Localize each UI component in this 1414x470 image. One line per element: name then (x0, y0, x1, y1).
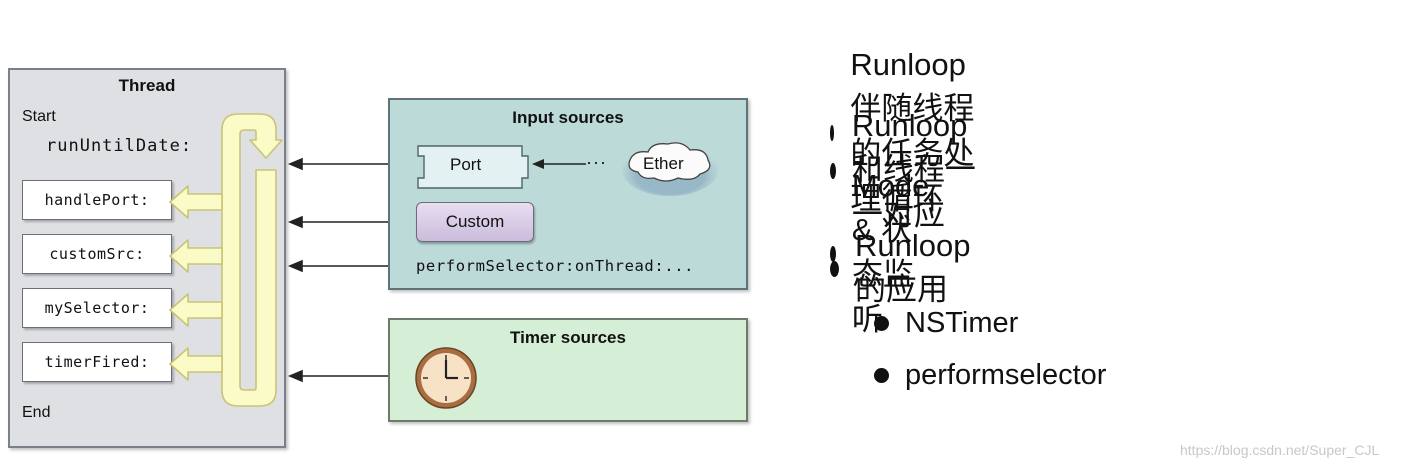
bullet-dot-icon (874, 316, 889, 331)
ether-label: Ether (643, 154, 684, 173)
bullet-item: Mode & 状态监听 (830, 168, 940, 339)
custom-source: Custom (416, 202, 534, 242)
handler-arrow-2 (169, 239, 223, 273)
run-loop-track (221, 113, 283, 407)
sub-bullet-item: performselector (874, 359, 1106, 392)
bullet-dot-icon (830, 245, 836, 262)
handler-arrow-3 (169, 293, 223, 327)
port-label: Port (450, 155, 482, 174)
bullet-dot-icon (830, 124, 835, 141)
timer-sources-box: Timer sources (388, 318, 748, 422)
handler-custom-src: customSrc: (22, 234, 172, 274)
sub-bullet-item: NSTimer (874, 307, 1018, 340)
bullet-text: Runloop 和线程一一对应 (851, 108, 976, 232)
handler-arrow-4 (169, 347, 223, 381)
ether-to-port-arrow (532, 159, 586, 169)
end-label: End (22, 404, 51, 421)
watermark: https://blog.csdn.net/Super_CJL (1180, 442, 1380, 458)
sub-bullet-text: NSTimer (905, 307, 1019, 339)
thread-title: Thread (118, 76, 176, 95)
bullet-item: Runloop 伴随线程的任务处理循环 (830, 47, 977, 218)
handler-arrow-1 (169, 185, 223, 219)
bullet-dot-icon (830, 163, 836, 179)
ether-dots: ··· (586, 152, 607, 172)
handler-handle-port: handlePort: (22, 180, 172, 220)
input-sources-title: Input sources (512, 108, 624, 127)
input-sources-box: Input sources Port ··· Ether Custom perf… (388, 98, 748, 290)
bullet-text: Runloop 伴随线程的任务处理循环 (850, 47, 975, 216)
sub-bullet-text: performselector (905, 359, 1107, 391)
timer-sources-title: Timer sources (510, 328, 626, 347)
source-arrows (287, 157, 392, 383)
bullet-item: Runloop 和线程一一对应 (830, 108, 977, 234)
handler-my-selector: mySelector: (22, 288, 172, 328)
start-label: Start (22, 108, 56, 125)
handler-timer-fired: timerFired: (22, 342, 172, 382)
ether-cloud (622, 142, 718, 196)
bullet-dot-icon (874, 368, 889, 383)
bullet-dot-icon (830, 260, 840, 277)
bullet-text: Runloop 的应用 (855, 228, 971, 307)
port-shape (417, 145, 529, 189)
clock-icon (415, 347, 477, 409)
run-loop-graphic (169, 113, 283, 407)
run-until-date-label: runUntilDate: (46, 136, 193, 156)
bullet-text: Mode & 状态监听 (851, 168, 930, 337)
perform-selector-label: performSelector:onThread:... (416, 257, 695, 275)
bullet-item: Runloop 的应用 (830, 228, 977, 309)
